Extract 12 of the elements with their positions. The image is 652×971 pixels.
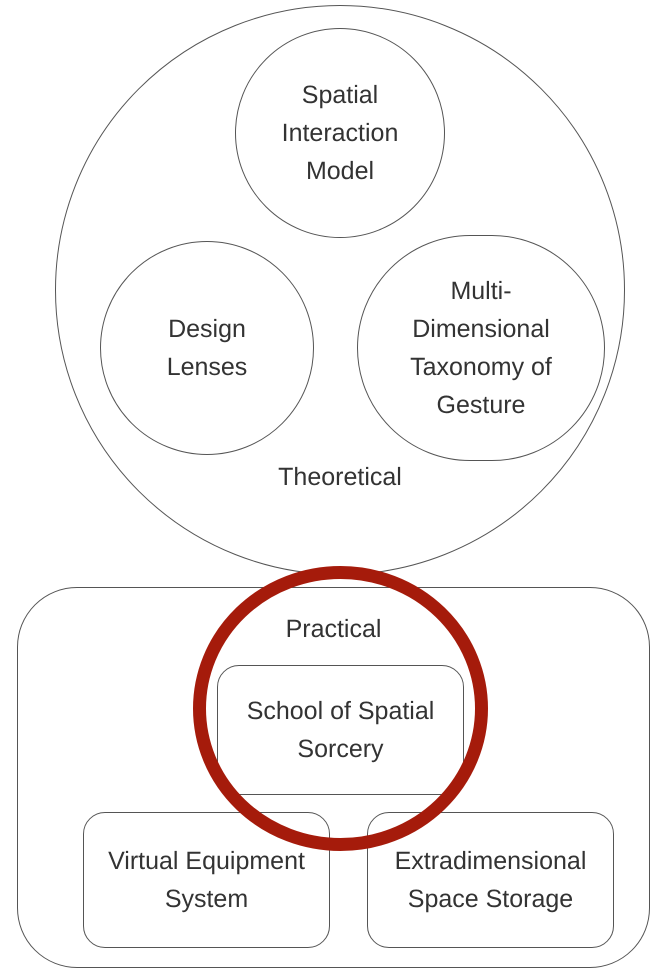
project-box [83, 812, 330, 948]
project-box [367, 812, 614, 948]
group-box [17, 587, 650, 968]
node-label: Multi-Dimensional Taxonomy of Gesture [409, 276, 553, 421]
node-label: Virtual Equipment System [107, 846, 306, 915]
node-label: Extradimensional Space Storage [394, 846, 588, 915]
node-label: Spatial Interaction Model [280, 80, 400, 187]
node-label: School of Spatial Sorcery [246, 696, 436, 765]
node-label: Design Lenses [166, 314, 248, 383]
node-label: Practical [284, 614, 382, 645]
project-box [217, 665, 464, 795]
node-label: Theoretical [277, 462, 403, 493]
